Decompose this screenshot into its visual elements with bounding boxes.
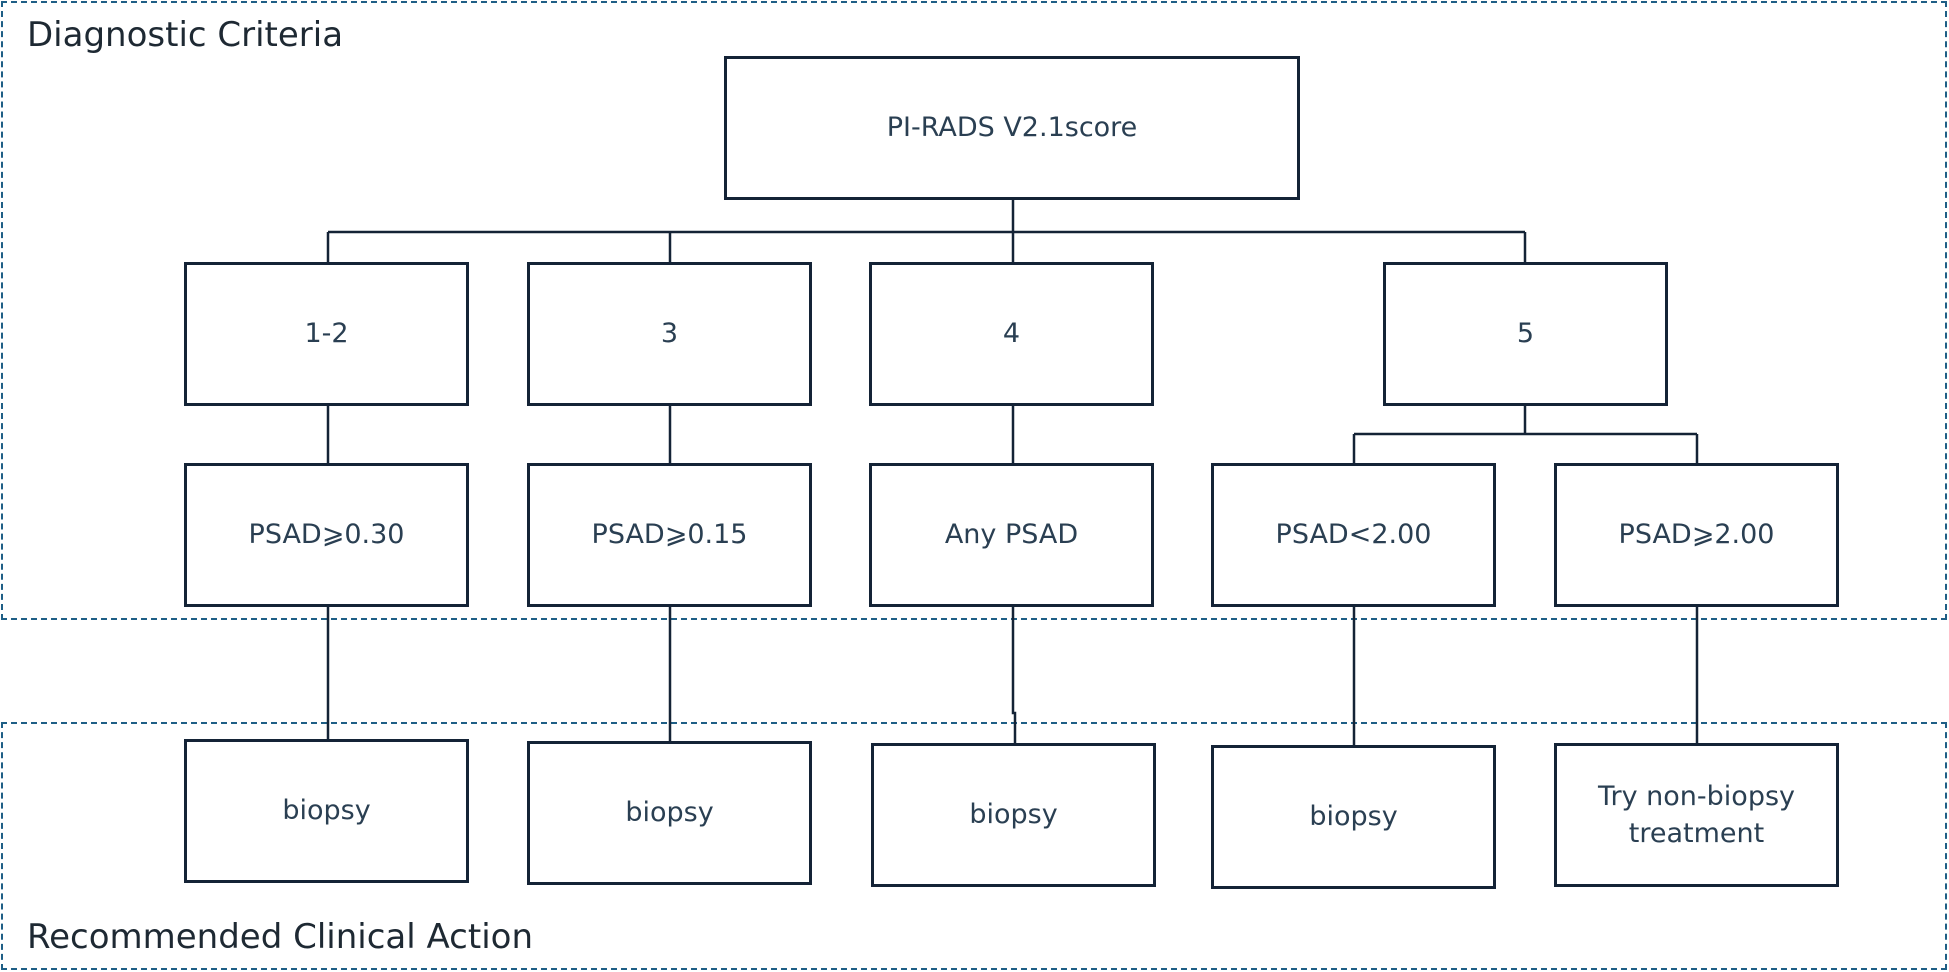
action-box-biopsy-2: biopsy: [527, 741, 812, 885]
score-box-3: 3: [527, 262, 812, 406]
psad-box-0-15: PSAD⩾0.15: [527, 463, 812, 607]
psad-box-0-30: PSAD⩾0.30: [184, 463, 469, 607]
psad-box-below-2-00: PSAD<2.00: [1211, 463, 1496, 607]
connector-psad-3-to-action: [1011, 605, 1017, 743]
root-pirads-box: PI-RADS V2.1score: [724, 56, 1300, 200]
score-box-5: 5: [1383, 262, 1668, 406]
score-box-4: 4: [869, 262, 1154, 406]
recommended-action-region: [1, 722, 1947, 970]
action-box-biopsy-4: biopsy: [1211, 745, 1496, 889]
diagnostic-criteria-label: Diagnostic Criteria: [27, 15, 344, 55]
action-box-non-biopsy-treatment: Try non-biopsy treatment: [1554, 743, 1839, 887]
diagnostic-criteria-region: [1, 1, 1947, 620]
score-box-1-2: 1-2: [184, 262, 469, 406]
action-box-biopsy-3: biopsy: [871, 743, 1156, 887]
psad-box-any: Any PSAD: [869, 463, 1154, 607]
psad-box-above-2-00: PSAD⩾2.00: [1554, 463, 1839, 607]
action-box-biopsy-1: biopsy: [184, 739, 469, 883]
recommended-action-label: Recommended Clinical Action: [27, 917, 533, 957]
